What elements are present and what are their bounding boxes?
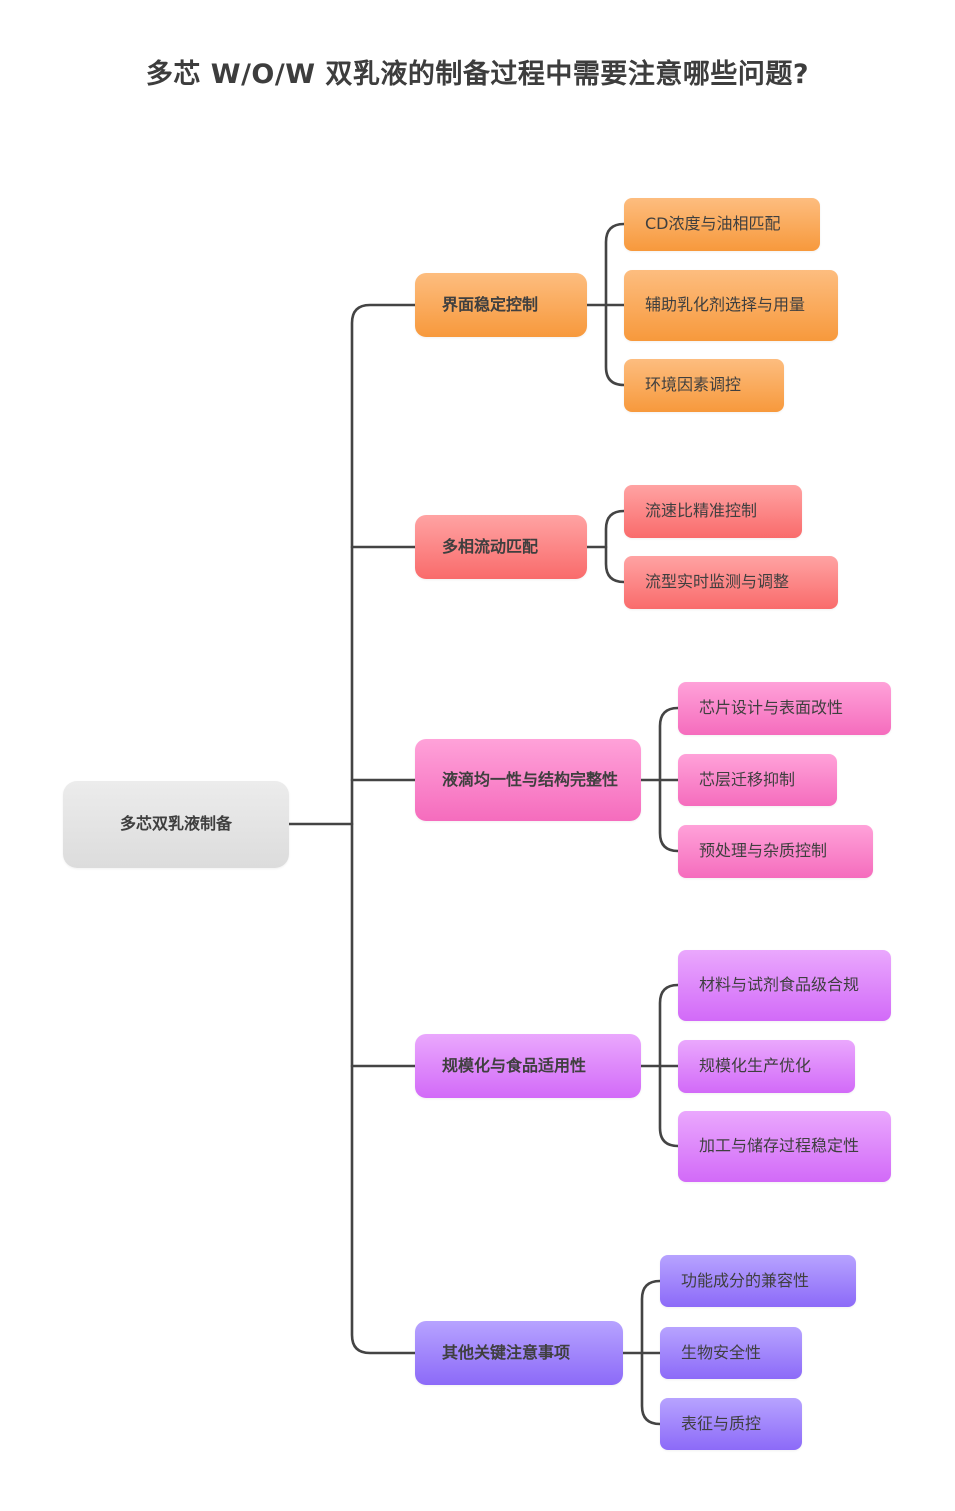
link-b3-curve [658,706,690,853]
leaf-label: 规模化生产优化 [699,1056,812,1076]
link-b1-curve [604,222,636,387]
branch-node-interface-stability[interactable]: 界面稳定控制 [415,273,587,337]
leaf-label: 预处理与杂质控制 [699,841,828,861]
leaf-label: 流型实时监测与调整 [645,572,790,592]
diagram-title: 多芯 W/O/W 双乳液的制备过程中需要注意哪些问题? [145,59,810,90]
leaf-node[interactable]: 材料与试剂食品级合规 [678,950,891,1021]
link-b2-curve [604,509,636,584]
leaf-node[interactable]: 芯层迁移抑制 [678,754,837,806]
leaf-label: 环境因素调控 [645,375,742,395]
branch-label: 界面稳定控制 [442,294,539,314]
leaf-label: 功能成分的兼容性 [681,1270,810,1290]
branch-node-other-considerations[interactable]: 其他关键注意事项 [415,1321,623,1385]
leaf-label: 表征与质控 [681,1413,762,1433]
branch-label: 液滴均一性与结构完整性 [442,769,619,789]
leaf-node[interactable]: 环境因素调控 [624,359,784,412]
leaf-label: 芯层迁移抑制 [699,769,796,789]
leaf-node[interactable]: 预处理与杂质控制 [678,825,873,878]
leaf-node[interactable]: 流型实时监测与调整 [624,556,838,609]
leaf-label: 材料与试剂食品级合规 [699,975,860,995]
leaf-node[interactable]: 加工与储存过程稳定性 [678,1111,891,1182]
link-b5-curve [640,1279,672,1426]
branch-node-multiphase-flow[interactable]: 多相流动匹配 [415,515,587,579]
leaf-label: 加工与储存过程稳定性 [699,1136,860,1156]
root-node[interactable]: 多芯双乳液制备 [63,781,289,868]
leaf-node[interactable]: CD浓度与油相匹配 [624,198,820,251]
leaf-label: 辅助乳化剂选择与用量 [645,295,806,315]
leaf-node[interactable]: 流速比精准控制 [624,485,802,538]
leaf-label: 生物安全性 [681,1342,762,1362]
leaf-node[interactable]: 规模化生产优化 [678,1040,855,1093]
leaf-label: 流速比精准控制 [645,501,758,521]
leaf-node[interactable]: 芯片设计与表面改性 [678,682,891,735]
leaf-node[interactable]: 表征与质控 [660,1398,802,1450]
leaf-label: 芯片设计与表面改性 [699,698,844,718]
link-b4-curve [658,983,690,1148]
leaf-node[interactable]: 生物安全性 [660,1327,802,1379]
leaf-label: CD浓度与油相匹配 [645,214,781,234]
link-trunk [350,303,428,1355]
root-label: 多芯双乳液制备 [119,814,232,834]
branch-node-scale-up-food[interactable]: 规模化与食品适用性 [415,1034,641,1098]
branch-label: 规模化与食品适用性 [442,1055,587,1075]
branch-label: 多相流动匹配 [442,536,539,556]
leaf-node[interactable]: 功能成分的兼容性 [660,1255,856,1307]
branch-node-droplet-uniformity[interactable]: 液滴均一性与结构完整性 [415,739,641,821]
leaf-node[interactable]: 辅助乳化剂选择与用量 [624,270,838,341]
branch-label: 其他关键注意事项 [442,1342,571,1362]
